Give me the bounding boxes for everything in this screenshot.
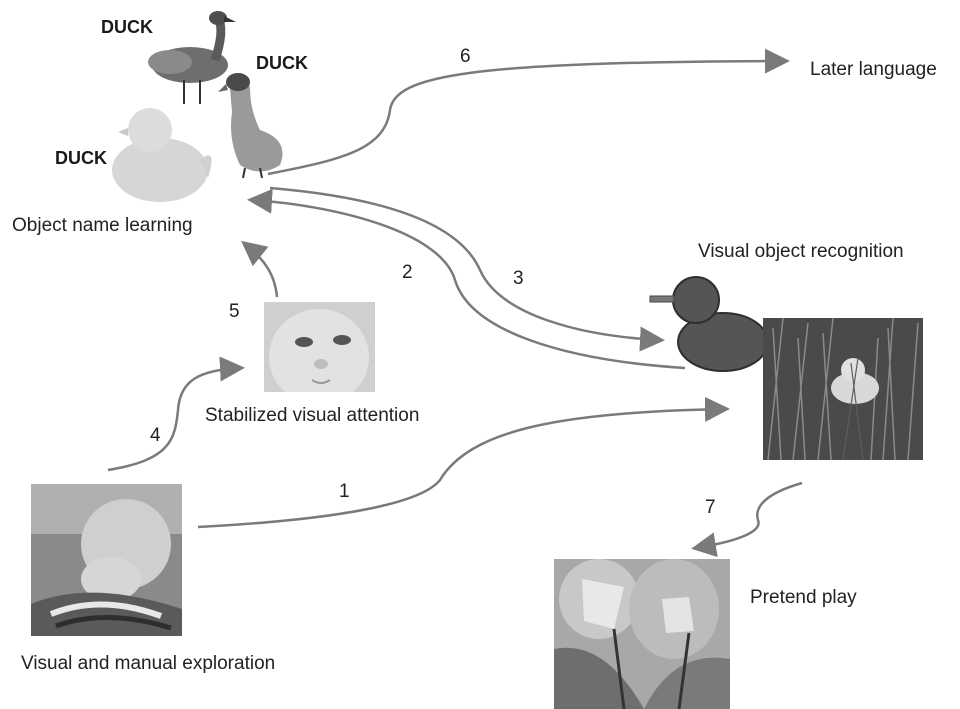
arrow-5 xyxy=(245,244,277,297)
arrow-number-7: 7 xyxy=(705,497,716,519)
label-visual-object-recognition: Visual object recognition xyxy=(698,241,904,263)
exploration-image xyxy=(31,484,182,636)
label-object-name-learning: Object name learning xyxy=(12,215,193,237)
label-later-language: Later language xyxy=(810,59,937,81)
arrow-number-2: 2 xyxy=(402,262,413,284)
arrow-number-5: 5 xyxy=(229,301,240,323)
label-pretend-play: Pretend play xyxy=(750,587,857,609)
arrow-number-6: 6 xyxy=(460,46,471,68)
arrow-number-4: 4 xyxy=(150,425,161,447)
arrow-6 xyxy=(268,61,785,174)
duck-in-grass-image xyxy=(763,318,923,460)
pretend-play-image xyxy=(554,559,730,709)
label-stabilized-visual-attention: Stabilized visual attention xyxy=(205,405,419,427)
label-visual-manual-exploration: Visual and manual exploration xyxy=(21,653,275,675)
toy-duck-shape xyxy=(648,275,758,375)
baby-face-image xyxy=(264,302,375,392)
arrow-number-3: 3 xyxy=(513,268,524,290)
arrow-number-1: 1 xyxy=(339,481,350,503)
